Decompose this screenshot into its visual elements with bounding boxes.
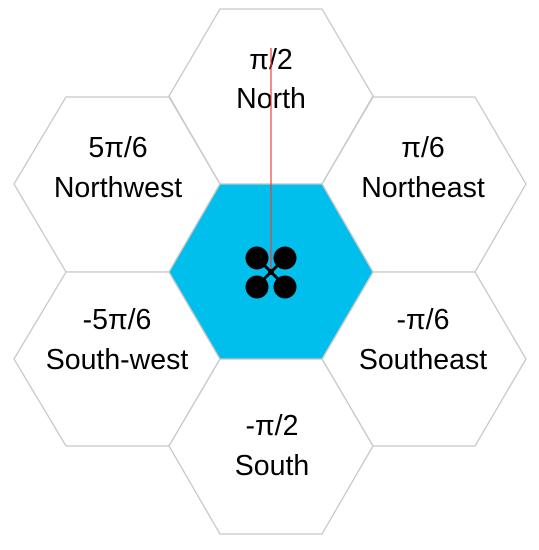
quadcopter-rotor <box>245 246 269 270</box>
hex-southeast-angle: -π/6 <box>397 304 450 336</box>
hex-northeast-angle: π/6 <box>401 132 444 164</box>
quadcopter-body <box>268 269 274 275</box>
hex-southeast-direction: Southeast <box>359 344 487 376</box>
hex-southwest-direction: South-west <box>46 344 189 376</box>
hex-southeast: -π/6 Southeast <box>321 271 527 447</box>
hex-northwest: 5π/6 Northwest <box>13 96 221 273</box>
quadcopter-icon <box>245 246 297 299</box>
hex-northeast: π/6 Northeast <box>321 96 527 273</box>
hex-northwest-direction: Northwest <box>54 172 182 204</box>
hex-southwest-angle: -5π/6 <box>83 304 152 336</box>
quadcopter-rotor <box>273 275 297 299</box>
hex-south-direction: South <box>235 450 309 482</box>
hex-south: -π/2 South <box>168 358 374 535</box>
quadcopter-rotor <box>245 275 269 299</box>
hex-northeast-direction: Northeast <box>361 172 485 204</box>
quadcopter-rotor <box>273 246 297 270</box>
hex-northwest-angle: 5π/6 <box>88 132 147 164</box>
hex-south-angle: -π/2 <box>246 410 299 442</box>
hex-southwest: -5π/6 South-west <box>13 271 221 447</box>
